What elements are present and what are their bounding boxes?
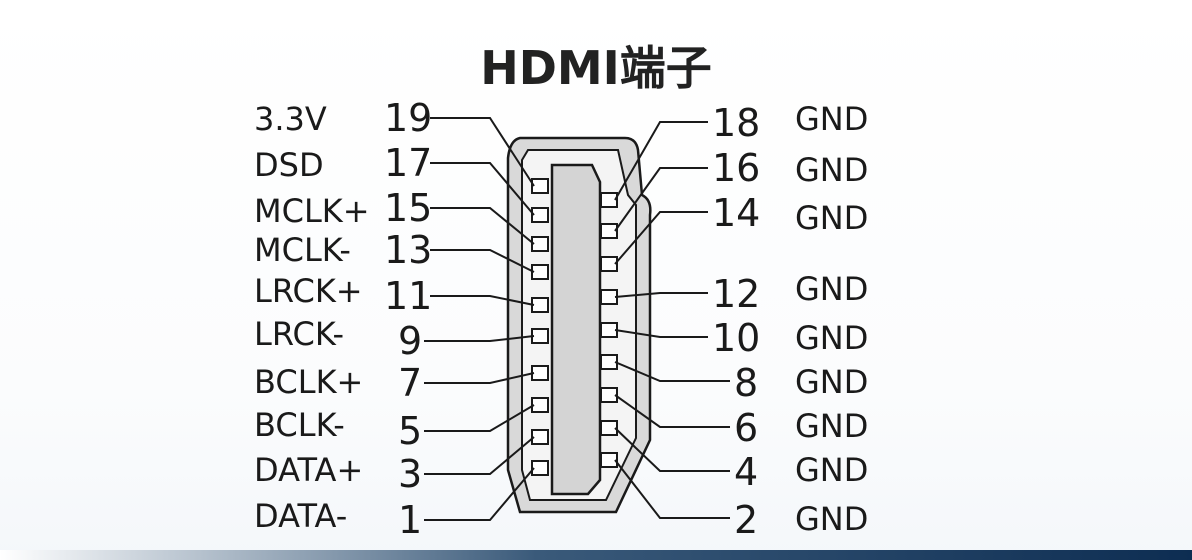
pin-contact-left (531, 365, 549, 381)
pin-number: 18 (712, 101, 761, 145)
pin-contact-left (531, 397, 549, 413)
pin-label: 3.3V (254, 100, 327, 138)
pin-number: 19 (384, 96, 433, 140)
pin-number: 8 (734, 361, 759, 405)
pin-contact-right (600, 256, 618, 272)
pin-contact-right (600, 322, 618, 338)
pin-number: 10 (712, 316, 761, 360)
connector-center-tongue (550, 163, 602, 496)
leader-line-right (614, 427, 730, 472)
pin-number: 11 (384, 274, 433, 318)
pin-contact-left (531, 236, 549, 252)
leader-line-right (614, 211, 708, 265)
pin-label: GND (795, 319, 869, 357)
pin-contact-right (600, 452, 618, 468)
leader-line-left (430, 162, 535, 216)
pin-number: 4 (734, 450, 759, 494)
pin-label: BCLK+ (254, 363, 364, 401)
pin-label: LRCK- (254, 315, 344, 353)
leader-line-right (614, 394, 730, 428)
leader-line-right (614, 329, 708, 338)
pin-number: 9 (398, 319, 423, 363)
left-pin-contacts (531, 178, 549, 476)
leader-line-left (424, 372, 535, 384)
leader-line-left (424, 335, 535, 342)
pin-number: 6 (734, 406, 759, 450)
pin-contact-left (531, 429, 549, 445)
pin-number: 12 (712, 272, 761, 316)
pin-contact-right (600, 192, 618, 208)
pin-label: GND (795, 500, 869, 538)
pin-label: DSD (254, 146, 324, 184)
right-pin-contacts (600, 192, 618, 468)
pin-number: 13 (384, 228, 433, 272)
pin-number: 7 (398, 361, 423, 405)
pin-contact-right (600, 420, 618, 436)
pin-number: 3 (398, 452, 423, 496)
pin-contact-left (531, 328, 549, 344)
leader-line-left (424, 436, 535, 475)
diagram-title: HDMI端子 (480, 41, 712, 95)
pin-label: DATA+ (254, 451, 364, 489)
pin-contact-right (600, 354, 618, 370)
pin-label: GND (795, 100, 869, 138)
pin-label: LRCK+ (254, 272, 363, 310)
pin-label: GND (795, 363, 869, 401)
pin-contact-left (531, 178, 549, 194)
right-leader-lines (614, 121, 730, 519)
leader-line-left (430, 249, 535, 273)
pin-label: GND (795, 451, 869, 489)
leader-line-left (424, 467, 535, 521)
leader-line-left (430, 117, 535, 187)
pin-label: GND (795, 199, 869, 237)
bottom-edge-strip (0, 550, 1192, 560)
pin-contact-left (531, 297, 549, 313)
pin-number: 5 (398, 409, 423, 453)
pin-label: GND (795, 151, 869, 189)
pin-label: MCLK+ (254, 192, 370, 230)
pin-number: 2 (734, 498, 759, 542)
leader-line-left (430, 295, 535, 306)
pin-label: BCLK- (254, 406, 345, 444)
pin-label: DATA- (254, 497, 348, 535)
pin-contact-left (531, 264, 549, 280)
left-leader-lines (424, 117, 535, 521)
pin-number: 17 (384, 141, 433, 185)
pin-label: GND (795, 407, 869, 445)
leader-line-right (614, 292, 708, 298)
pin-number: 14 (712, 191, 761, 235)
leader-line-left (430, 207, 535, 245)
pin-contact-right (600, 223, 618, 239)
leader-line-right (614, 121, 708, 201)
leader-line-right (614, 459, 730, 519)
leader-line-left (424, 404, 535, 432)
pin-contact-right (600, 387, 618, 403)
pin-label: MCLK- (254, 231, 351, 269)
pin-number: 16 (712, 146, 761, 190)
pin-contact-left (531, 207, 549, 223)
pin-number: 15 (384, 186, 433, 230)
leader-line-right (614, 361, 730, 382)
pin-label: GND (795, 270, 869, 308)
leader-line-right (614, 167, 708, 232)
pin-number: 1 (398, 498, 423, 542)
pin-contact-left (531, 460, 549, 476)
pin-contact-right (600, 289, 618, 305)
